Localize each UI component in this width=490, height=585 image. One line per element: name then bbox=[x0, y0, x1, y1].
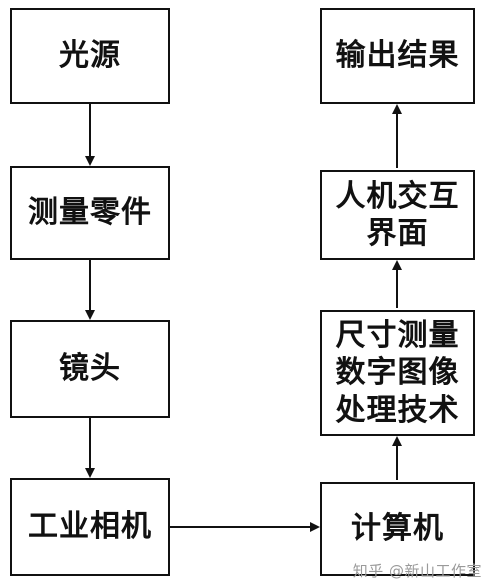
node-computer: 计算机 bbox=[320, 482, 475, 576]
node-image-processing-line-3: 处理技术 bbox=[335, 392, 460, 428]
node-output: 输出结果 bbox=[320, 8, 475, 104]
node-hci-line-2: 界面 bbox=[366, 216, 429, 251]
node-computer-label: 计算机 bbox=[351, 511, 444, 547]
node-hci: 人机交互 界面 bbox=[320, 170, 475, 260]
node-measured-part: 测量零件 bbox=[10, 166, 170, 260]
node-lens: 镜头 bbox=[10, 320, 170, 418]
node-industrial-camera-label: 工业相机 bbox=[28, 509, 152, 545]
watermark: 知乎 @新山工作室 bbox=[352, 562, 482, 580]
node-lens-label: 镜头 bbox=[59, 351, 121, 387]
node-light-source: 光源 bbox=[10, 8, 170, 104]
node-measured-part-label: 测量零件 bbox=[28, 195, 152, 231]
node-image-processing: 尺寸测量 数字图像 处理技术 bbox=[320, 310, 475, 436]
node-light-source-label: 光源 bbox=[59, 38, 121, 74]
node-image-processing-line-2: 数字图像 bbox=[335, 355, 460, 391]
node-image-processing-line-1: 尺寸测量 bbox=[335, 317, 460, 353]
node-hci-line-1: 人机交互 bbox=[335, 178, 460, 214]
node-industrial-camera: 工业相机 bbox=[10, 478, 170, 576]
node-output-label: 输出结果 bbox=[335, 38, 460, 74]
